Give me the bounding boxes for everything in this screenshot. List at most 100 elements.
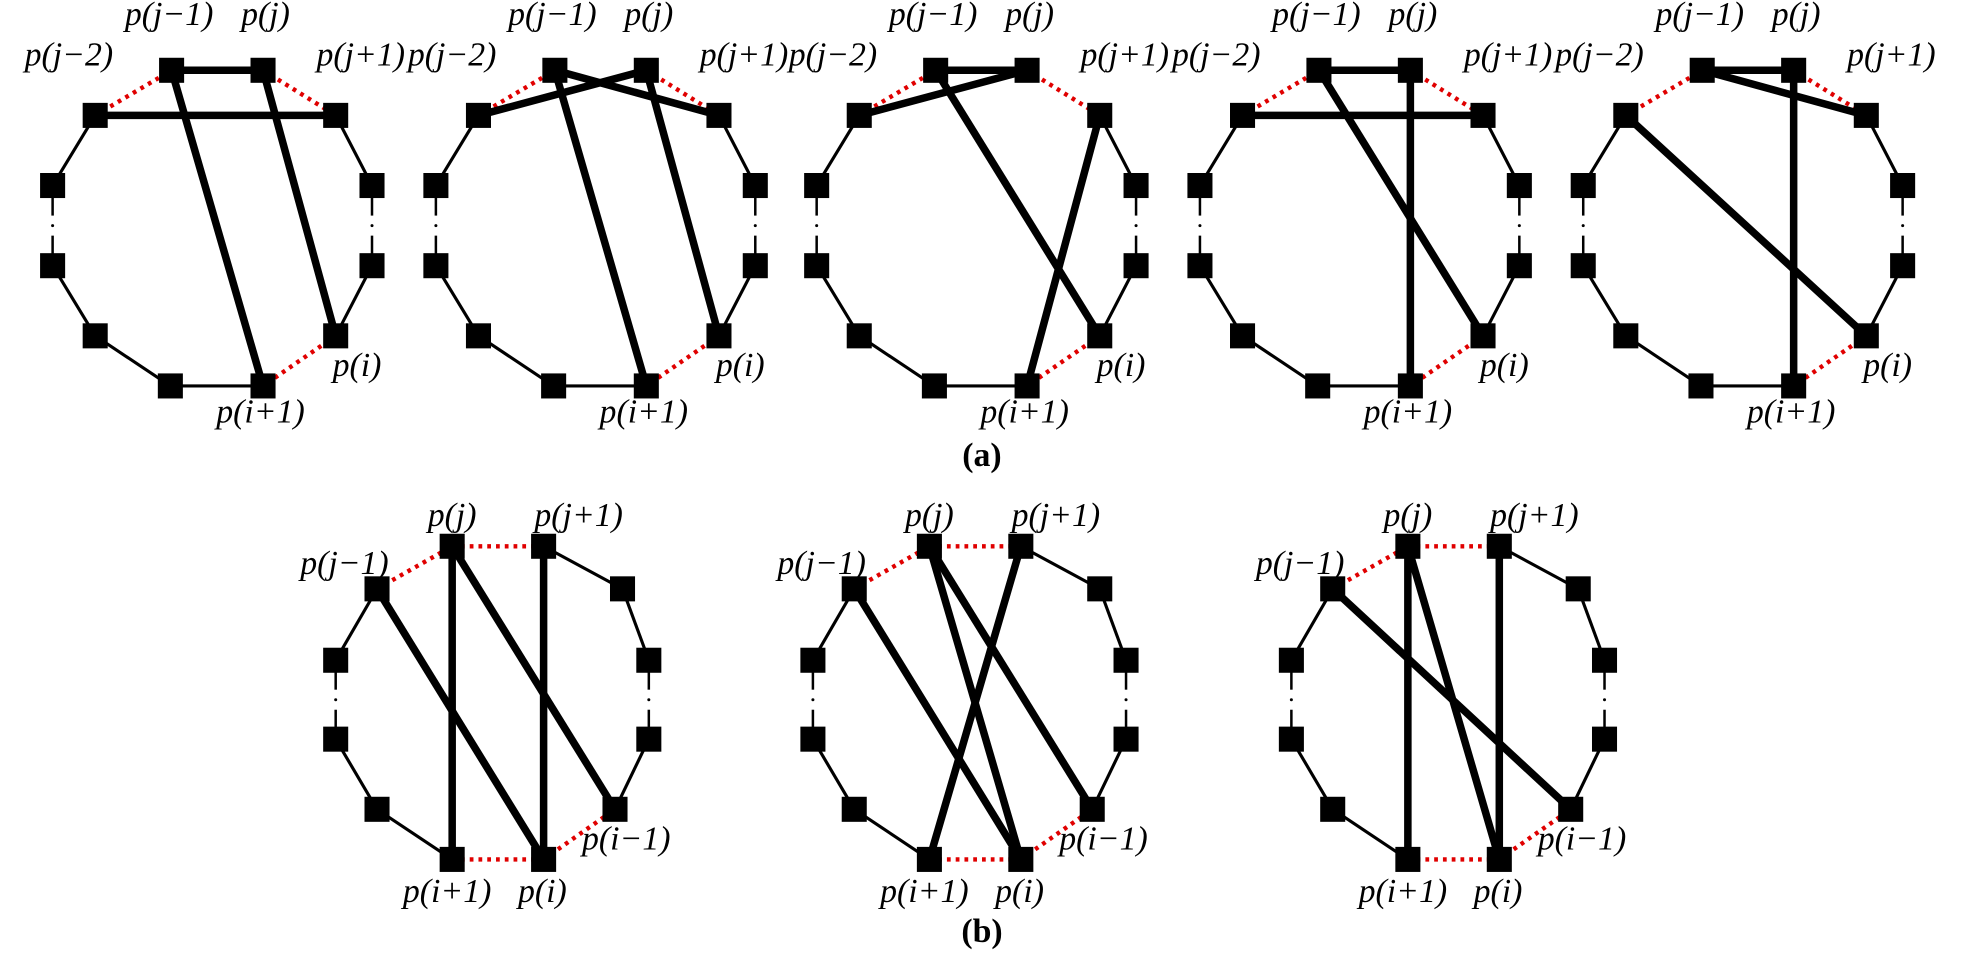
ellipsis-dot — [1198, 224, 1202, 228]
polygon-edge — [1020, 544, 1101, 591]
ellipsis-dot — [753, 224, 757, 228]
vertex-im1 — [1079, 796, 1105, 822]
vertex-i — [1470, 323, 1496, 349]
vertex-L3 — [364, 796, 390, 822]
vertex-L1 — [40, 173, 66, 199]
vertex-R1 — [359, 173, 385, 199]
ellipsis-dot — [815, 224, 819, 228]
vertex-label-j: p(j) — [903, 497, 954, 534]
vertex-label-i: p(i) — [1861, 347, 1912, 384]
removed-edge — [1241, 68, 1321, 118]
added-edge — [373, 586, 547, 862]
vertex-label-jm1: p(j−1) — [1653, 0, 1744, 33]
vertex-L1 — [1278, 647, 1304, 673]
vertex-label-jm1: p(j−1) — [506, 0, 597, 33]
removed-edge — [94, 68, 173, 118]
vertex-L2 — [800, 726, 826, 752]
added-edge — [642, 69, 723, 337]
vertex-label-ip1: p(i+1) — [1357, 873, 1448, 910]
vertex-i — [706, 323, 732, 349]
vertex-label-jp1: p(j+1) — [532, 497, 623, 534]
added-edge — [858, 66, 1029, 120]
vertex-R2 — [636, 726, 662, 752]
vertex-RT — [1565, 576, 1591, 602]
vertex-jm1 — [364, 576, 390, 602]
vertex-label-j: p(j) — [1770, 0, 1821, 33]
vertex-im1 — [1558, 796, 1584, 822]
vertex-L3 — [841, 796, 867, 822]
vertex-label-jm1: p(j−1) — [887, 0, 978, 33]
vertex-label-ip1: p(i+1) — [878, 873, 969, 910]
vertex-label-i: p(i) — [1095, 347, 1146, 384]
vertex-label-j: p(j) — [239, 0, 290, 33]
vertex-jm1 — [841, 576, 867, 602]
vertex-L2 — [40, 253, 66, 279]
added-edge — [551, 69, 650, 387]
vertex-i — [531, 846, 557, 872]
ellipsis-dot — [1289, 698, 1293, 702]
added-edge — [259, 69, 340, 337]
vertex-j — [633, 57, 659, 83]
vertex-L1 — [1570, 173, 1596, 199]
added-edge — [851, 586, 1025, 862]
vertex-R1 — [1591, 647, 1618, 673]
vertex-j — [916, 533, 942, 559]
caption-a: (a) — [962, 437, 1001, 474]
ellipsis-dot — [1124, 698, 1128, 702]
vertex-ip1 — [250, 373, 276, 399]
vertex-jm1 — [159, 57, 185, 83]
vertex-label-i: p(i) — [331, 347, 382, 384]
vertex-i — [1853, 323, 1879, 349]
vertex-j — [1781, 57, 1807, 83]
vertex-R1 — [1123, 173, 1149, 199]
vertex-R1 — [636, 647, 662, 673]
vertex-label-ip1: p(i+1) — [401, 873, 492, 910]
vertex-RT — [1087, 576, 1113, 602]
vertex-jm1 — [1320, 576, 1346, 602]
vertex-label-jm1: p(j−1) — [298, 545, 389, 582]
vertex-ip1 — [1397, 373, 1423, 399]
ellipsis-dot — [51, 224, 55, 228]
vertex-label-i: p(i) — [516, 873, 567, 910]
added-edge — [448, 544, 619, 812]
polygon-edge — [542, 544, 624, 591]
ellipsis-dot — [647, 698, 651, 702]
vertex-jp1 — [706, 102, 732, 128]
vertex-jm1 — [1306, 57, 1332, 83]
vertex-jp1 — [1470, 102, 1496, 128]
vertex-L2 — [423, 253, 449, 279]
added-edge — [1623, 112, 1869, 339]
vertex-L1 — [1187, 173, 1213, 199]
vertex-label-jp1: p(j+1) — [1010, 497, 1101, 534]
vertex-jp1 — [1853, 102, 1879, 128]
added-edge — [1023, 114, 1104, 387]
vertex-j — [1014, 57, 1040, 83]
added-edge — [932, 68, 1103, 338]
vertex-jm2 — [82, 102, 108, 128]
b-diagram-1: p(j)p(j+1)p(j−1)p(i−1)p(i+1)p(i) — [298, 497, 670, 910]
vertex-jp1 — [1087, 102, 1113, 128]
vertex-label-jp1: p(j+1) — [1845, 36, 1936, 73]
ellipsis-dot — [334, 698, 338, 702]
vertex-label-im1: p(i−1) — [1057, 820, 1148, 857]
vertex-label-jm2: p(j−2) — [1170, 36, 1261, 73]
vertex-R2 — [742, 253, 768, 279]
vertex-R2 — [1123, 253, 1149, 279]
removed-edge — [477, 68, 556, 118]
vertex-ip1 — [1014, 373, 1040, 399]
removed-edge — [858, 68, 937, 118]
vertex-L1 — [800, 647, 826, 673]
ellipsis-dot — [1901, 224, 1905, 228]
added-edge — [167, 69, 267, 387]
vertex-label-jm1: p(j−1) — [1254, 545, 1345, 582]
vertex-label-jm1: p(j−1) — [1270, 0, 1361, 33]
vertex-ip1 — [439, 846, 465, 872]
vertex-RT — [609, 576, 636, 602]
added-edge — [1404, 545, 1503, 861]
added-edge — [1315, 68, 1487, 338]
vertex-jp1 — [1486, 533, 1512, 559]
vertex-label-im1: p(i−1) — [1536, 820, 1627, 857]
vertex-label-im1: p(i−1) — [580, 820, 671, 857]
vertex-L2 — [1570, 253, 1596, 279]
vertex-j — [439, 533, 465, 559]
